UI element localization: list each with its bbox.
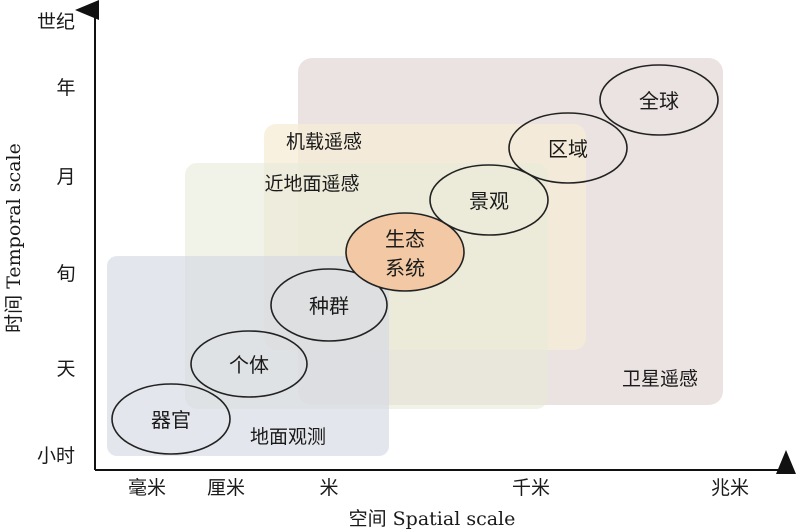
y-tick-century: 世纪	[37, 11, 75, 33]
individual-label: 个体	[229, 353, 269, 377]
region-ellipse	[508, 112, 628, 184]
x-axis-title: 空间 Spatial scale	[349, 508, 516, 530]
x-tick-km: 千米	[512, 477, 550, 499]
y-tick-tenday: 旬	[56, 263, 75, 285]
ecosystem-label-line1: 生态	[385, 227, 425, 251]
population-label: 种群	[309, 294, 349, 318]
landscape-label: 景观	[469, 189, 509, 213]
region-label: 区域	[548, 137, 588, 161]
y-tick-day: 天	[56, 358, 75, 380]
x-tick-mm: 毫米	[128, 477, 166, 499]
x-tick-m: 米	[319, 477, 338, 499]
y-tick-hour: 小时	[37, 445, 75, 467]
global-label: 全球	[639, 89, 679, 113]
organ-ellipse	[111, 383, 231, 455]
y-axis-title: 时间 Temporal scale	[3, 143, 25, 333]
ecosystem-ellipse	[345, 212, 465, 292]
x-tick-cm: 厘米	[207, 477, 245, 499]
individual-ellipse	[190, 330, 308, 398]
y-tick-month: 月	[56, 166, 75, 188]
ecosystem-label-line2: 系统	[385, 256, 425, 280]
y-tick-year: 年	[56, 77, 75, 99]
organ-label: 器官	[151, 408, 191, 432]
population-ellipse	[270, 268, 388, 342]
landscape-ellipse	[429, 164, 549, 236]
near-ground-label: 近地面遥感	[264, 173, 359, 195]
airborne-label: 机载遥感	[286, 131, 362, 153]
x-tick-Mm: 兆米	[711, 477, 749, 499]
satellite-label: 卫星遥感	[622, 368, 698, 390]
global-ellipse	[599, 64, 719, 136]
ground-label: 地面观测	[250, 426, 326, 448]
ground-region	[107, 256, 389, 456]
